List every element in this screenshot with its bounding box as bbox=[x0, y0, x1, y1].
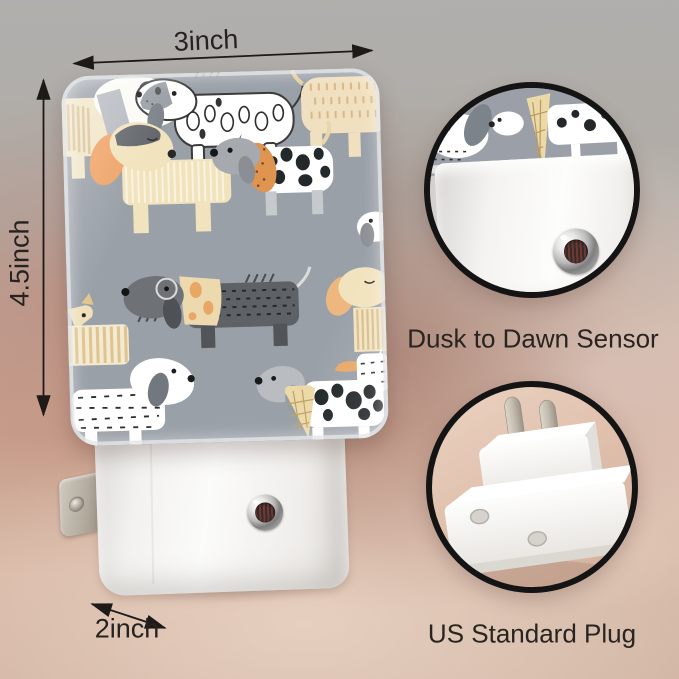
plug-base bbox=[94, 419, 350, 597]
dog-scarf-dalmatian bbox=[254, 347, 385, 440]
callout-plug-back bbox=[444, 396, 632, 586]
plug-callout-circle bbox=[426, 381, 638, 593]
sensor-callout-circle bbox=[424, 82, 640, 298]
dog-striped-left-partial bbox=[60, 292, 130, 367]
height-dimension-label: 4.5inch bbox=[4, 219, 35, 307]
sensor-photocell bbox=[255, 502, 276, 523]
width-dimension-label: 3inch bbox=[173, 24, 239, 57]
dog-outline-spotted bbox=[135, 78, 304, 169]
dog-white-speckled bbox=[72, 358, 195, 446]
callout-sensor-icon bbox=[551, 227, 601, 276]
plug-prong bbox=[59, 471, 101, 539]
night-light-panel bbox=[60, 67, 390, 447]
light-sensor-icon bbox=[246, 493, 284, 532]
dog-cream-topright bbox=[290, 69, 390, 157]
prong-hole bbox=[68, 495, 85, 514]
screw-holes bbox=[469, 508, 547, 547]
depth-dimension-label: 2inch bbox=[94, 613, 160, 644]
sensor-callout-label: Dusk to Dawn Sensor bbox=[407, 323, 659, 354]
dog-cream-striped-big bbox=[89, 122, 242, 234]
dog-pattern-artwork bbox=[60, 69, 390, 446]
callout-sensor-photocell bbox=[562, 238, 590, 265]
callout-plug-face bbox=[434, 152, 634, 292]
dog-dalmatian-collar bbox=[210, 120, 334, 216]
plug-callout-label: US Standard Plug bbox=[427, 618, 637, 649]
plug-seam bbox=[149, 434, 155, 585]
dog-darkgray-monocle bbox=[121, 266, 312, 349]
